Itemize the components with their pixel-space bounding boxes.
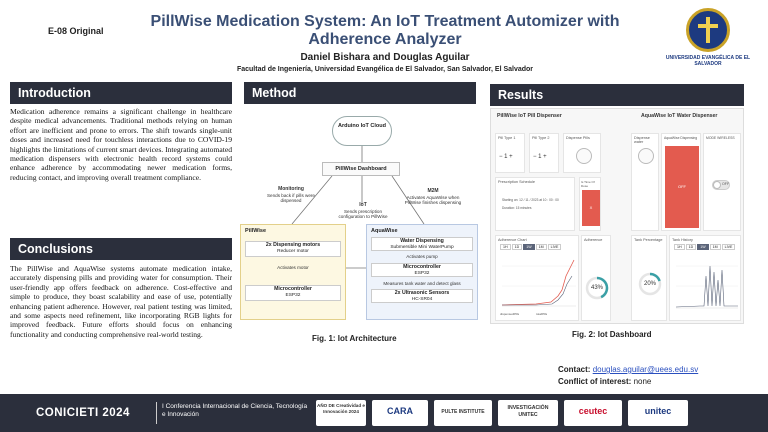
- tank-value: 20%: [643, 281, 656, 287]
- tab-1h[interactable]: 1H: [500, 244, 511, 250]
- dispense-pills-button[interactable]: [576, 148, 592, 164]
- activates-pump-label: Activates pump: [406, 254, 438, 259]
- pill-type-2-card: Pill Type 2 − 1 +: [529, 133, 559, 173]
- contact-block: Contact: douglas.aguilar@uees.edu.sv Con…: [558, 364, 698, 388]
- activates-motor-label: Activates motor: [277, 265, 309, 270]
- adherence-value: 43%: [590, 285, 603, 291]
- introduction-text: Medication adherence remains a significa…: [10, 107, 232, 182]
- schedule-duration: Duration: 15 minutes: [502, 206, 532, 210]
- time-of-dose-card: Is Time Of Dose X: [579, 177, 601, 231]
- dispense-water-button[interactable]: [638, 148, 654, 164]
- arduino-cloud-node: Arduino IoT Cloud: [332, 116, 392, 146]
- tank-tab-1w[interactable]: 1W: [697, 244, 709, 250]
- dispense-water-card: Dispense water: [631, 133, 659, 231]
- figure-2-caption: Fig. 2: Iot Dashboard: [572, 330, 652, 339]
- results-heading: Results: [490, 84, 744, 106]
- water-dispenser-title: AquaWise IoT Water Dispenser: [641, 113, 718, 119]
- poster-title: PillWise Medication System: An IoT Treat…: [150, 13, 620, 48]
- adherence-line-chart: [501, 259, 576, 307]
- tab-live[interactable]: LIVE: [547, 244, 562, 250]
- conclusions-text: The PillWise and AquaWise systems automa…: [10, 264, 232, 339]
- iot-dashboard-screenshot: PillWise IoT Pill Dispenser AquaWise IoT…: [490, 108, 744, 324]
- aquawise-status-indicator: OFF: [665, 146, 699, 228]
- sponsor-logo-ceutec: ceutec: [564, 400, 622, 426]
- pill-type-1-card: Pill Type 1 − 1 +: [495, 133, 525, 173]
- conference-name: CONICIETI 2024: [36, 407, 130, 419]
- footer-divider: [156, 402, 157, 424]
- dispense-pills-card: Dispense Pills: [563, 133, 601, 173]
- sponsor-logo-pulte: PULTE INSTITUTE: [434, 400, 492, 426]
- tank-tab-live[interactable]: LIVE: [721, 244, 736, 250]
- contact-email-link[interactable]: douglas.aguilar@uees.edu.sv: [592, 365, 699, 374]
- pill-type-1-stepper[interactable]: − 1 +: [499, 154, 513, 160]
- university-name: UNIVERSIDAD EVANGÉLICA DE EL SALVADOR: [665, 55, 751, 67]
- conclusions-heading: Conclusions: [10, 238, 232, 260]
- pill-type-2-stepper[interactable]: − 1 +: [533, 154, 547, 160]
- tab-1d[interactable]: 1D: [511, 244, 523, 250]
- schedule-starting: Starting on: 12 / 11 / 2023 at 10 : 00 :…: [502, 198, 559, 202]
- tank-tab-1h[interactable]: 1H: [674, 244, 685, 250]
- poster-code: E-08 Original: [48, 26, 104, 36]
- affiliation: Facultad de Ingeniería, Universidad Evan…: [236, 66, 534, 73]
- adherence-gauge: [585, 276, 609, 300]
- tank-tab-1d[interactable]: 1D: [685, 244, 697, 250]
- conference-description: I Conferencia Internacional de Ciencia, …: [162, 403, 308, 418]
- sponsor-logo-anio: AÑO DE Creatividad e Innovación 2024: [316, 400, 366, 426]
- legend-dispensed: dispensedPills: [500, 312, 520, 316]
- tank-percentage-card: Tank Percentage 20%: [631, 235, 667, 321]
- university-logo: UNIVERSIDAD EVANGÉLICA DE EL SALVADOR: [664, 8, 752, 67]
- dashboard-node: PillWise Dashboard: [322, 162, 400, 176]
- prescription-schedule-card: Prescription Schedule Starting on: 12 / …: [495, 177, 575, 231]
- mode-card: MODE WIRELESS OFF: [703, 133, 741, 231]
- pillwise-title: PillWise: [245, 228, 267, 234]
- aquawise-title: AquaWise: [371, 228, 398, 234]
- authors: Daniel Bishara and Douglas Aguilar: [300, 52, 470, 63]
- contact-label: Contact:: [558, 365, 591, 374]
- iot-architecture-diagram: Arduino IoT Cloud PillWise Dashboard Mon…: [236, 108, 484, 324]
- sponsor-logo-investigacion: INVESTIGACIÓN UNITEC: [498, 400, 558, 426]
- tank-history-chart: [675, 265, 738, 309]
- sponsor-logo-unitec: unitec: [628, 400, 688, 426]
- method-heading: Method: [244, 82, 476, 104]
- mode-toggle[interactable]: OFF: [712, 180, 730, 190]
- introduction-heading: Introduction: [10, 82, 232, 104]
- measures-label: Measures tank water and detect glass: [383, 281, 461, 286]
- diagram-arrows: [291, 146, 425, 269]
- tab-1w[interactable]: 1W: [523, 244, 535, 250]
- tab-1m[interactable]: 1M: [535, 244, 547, 250]
- pill-dispenser-title: PillWise IoT Pill Dispenser: [497, 113, 562, 119]
- coi-value: none: [633, 377, 652, 386]
- figure-1-caption: Fig. 1: Iot Architecture: [312, 334, 397, 343]
- adherence-gauge-card: Adherence 43%: [581, 235, 611, 321]
- sponsor-logo-cara: CARA: [372, 400, 428, 426]
- time-of-dose-indicator: X: [582, 190, 600, 226]
- legend-total: totalPills: [536, 312, 548, 316]
- tank-gauge: [638, 272, 662, 296]
- aquawise-dispensing-card: AquaWise Dispensing OFF: [661, 133, 701, 231]
- footer-bar: CONICIETI 2024 I Conferencia Internacion…: [0, 394, 768, 432]
- coi-label: Conflict of interest:: [558, 377, 632, 386]
- tank-tab-1m[interactable]: 1M: [709, 244, 721, 250]
- university-seal-icon: [686, 8, 730, 52]
